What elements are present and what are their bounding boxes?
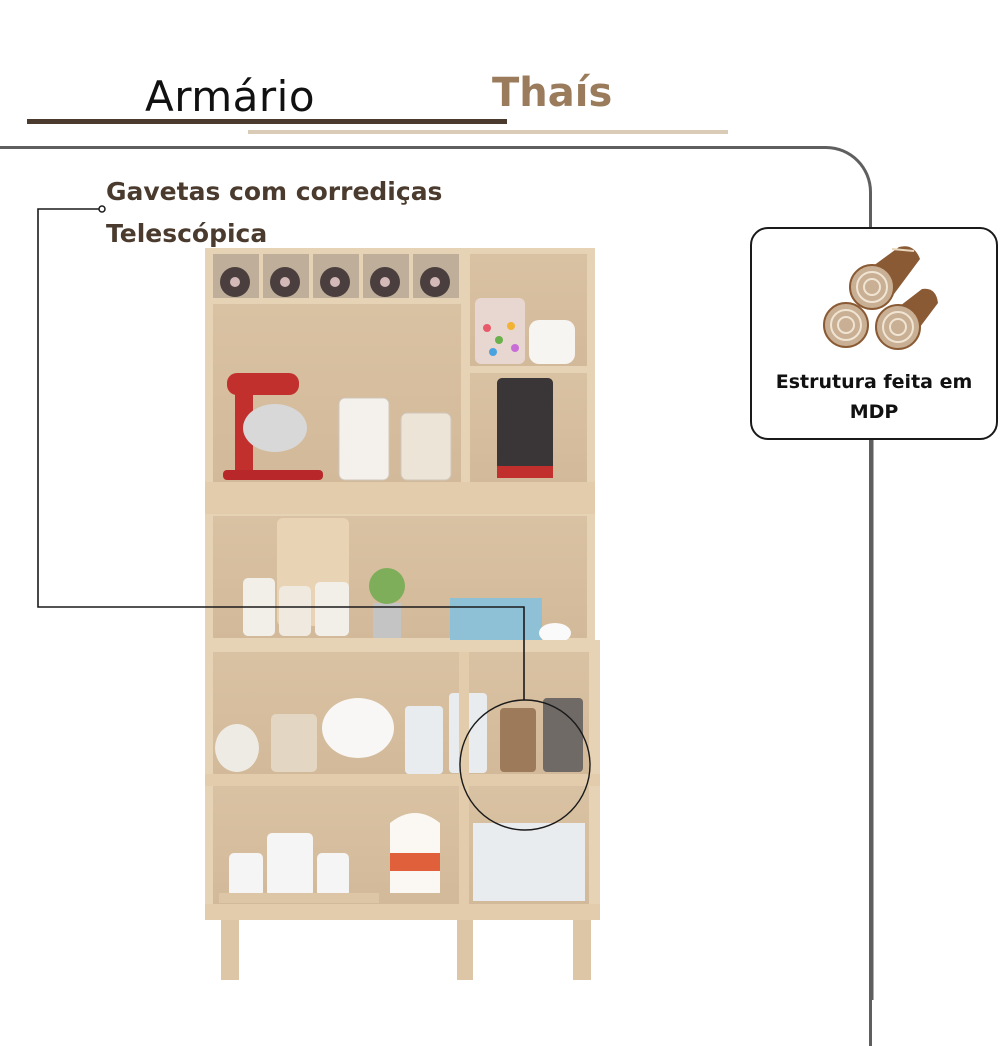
mdp-badge-line2: MDP (849, 401, 899, 423)
product-category-title: Armário (145, 72, 316, 121)
feature-label-line1: Gavetas com corrediças (106, 177, 443, 206)
coffee-maker (497, 378, 553, 478)
mdp-material-badge: Estrutura feita em MDP (750, 227, 998, 440)
stand-mixer (223, 373, 323, 480)
mdp-badge-line1: Estrutura feita em (775, 371, 973, 393)
wine-rack (213, 254, 459, 298)
feature-label-line2: Telescópica (106, 219, 268, 248)
mdp-badge-text: Estrutura feita em MDP (752, 367, 996, 427)
title-underline-light (248, 130, 728, 134)
wood-logs-icon (823, 246, 938, 350)
callout-connector (37, 205, 874, 1000)
title-underline-dark (27, 119, 507, 124)
highlight-circle (459, 699, 591, 831)
feature-label: Gavetas com corrediças Telescópica (106, 171, 442, 255)
product-name-title: Thaís (492, 70, 613, 116)
cabinet-product-image (205, 248, 600, 980)
